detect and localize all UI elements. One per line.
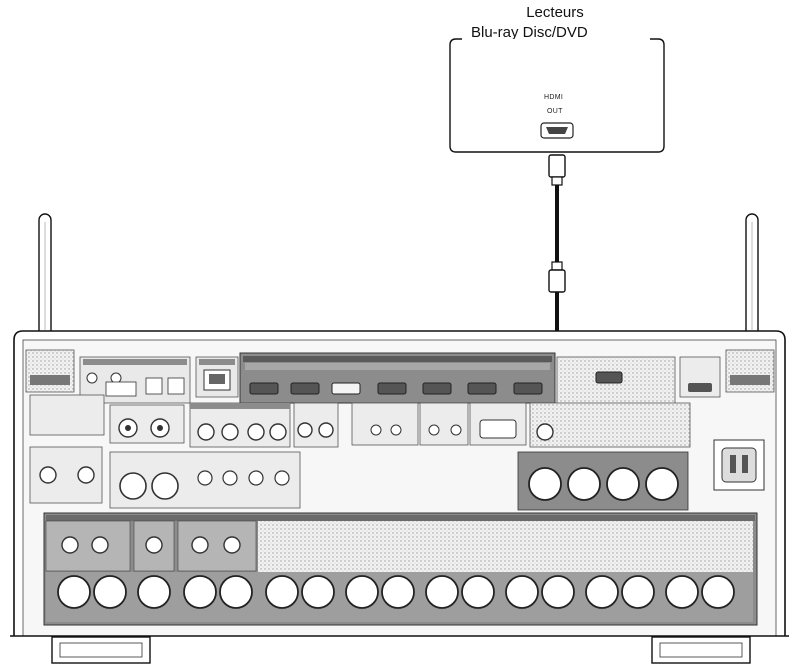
hdmi-output-block — [556, 356, 721, 408]
antenna-left-icon — [36, 213, 54, 351]
power-inlet-icon — [713, 439, 765, 491]
pre-out-xlr-upper — [517, 451, 689, 511]
receiver-foot-right — [651, 636, 751, 664]
audio-input-area — [29, 394, 339, 448]
pre-out-block-upper — [529, 402, 691, 448]
network-port-icon — [195, 356, 239, 398]
antenna-right-icon — [743, 213, 761, 351]
device-title-line2: Blu-ray Disc/DVD — [465, 24, 594, 41]
device-title-line1: Lecteurs — [526, 4, 584, 21]
out-label: OUT — [547, 108, 563, 115]
control-terminals — [351, 402, 527, 446]
player-hdmi-out-icon — [540, 122, 574, 139]
hdmi-label: HDMI — [544, 94, 564, 101]
balanced-input-xlr — [29, 446, 301, 509]
pre-out-lower-panel — [43, 512, 758, 626]
receiver-foot-left — [51, 636, 151, 664]
bluray-player-box — [449, 38, 665, 153]
hdmi-input-strip — [239, 352, 556, 404]
